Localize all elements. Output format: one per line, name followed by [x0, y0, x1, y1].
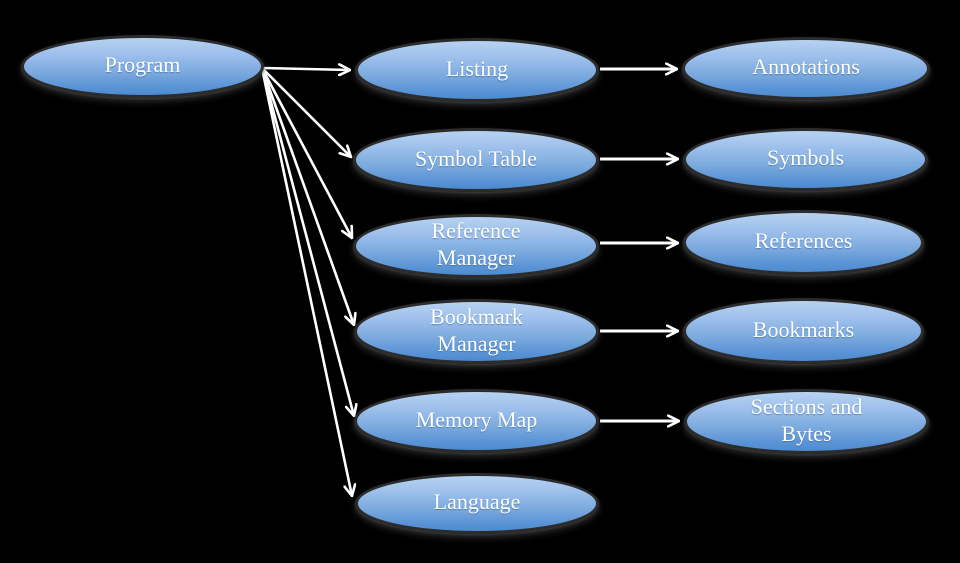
node-bookmarks-label: Bookmarks	[752, 316, 855, 342]
edge-program-memory-map	[261, 71, 354, 416]
node-listing: Listing	[355, 38, 599, 102]
edge-program-symbol-table	[262, 68, 351, 157]
node-program-label: Program	[104, 52, 181, 78]
node-reference-manager-label: Reference Manager	[431, 218, 521, 270]
node-references: References	[683, 210, 924, 275]
node-bookmarks: Bookmarks	[683, 298, 924, 364]
node-memory-map: Memory Map	[354, 389, 599, 453]
node-memory-map-label: Memory Map	[415, 406, 538, 432]
node-bookmark-manager-label: Bookmark Manager	[430, 303, 523, 356]
node-annotations-label: Annotations	[752, 54, 860, 80]
edge-program-bookmark-manager	[261, 70, 354, 325]
node-program: Program	[21, 35, 264, 98]
node-reference-manager: Reference Manager	[353, 214, 599, 278]
node-symbol-table: Symbol Table	[353, 128, 599, 192]
node-symbols: Symbols	[683, 128, 928, 191]
node-references-label: References	[754, 228, 853, 254]
node-sections-and-bytes-label: Sections and Bytes	[750, 393, 863, 446]
node-language-label: Language	[433, 489, 521, 515]
node-sections-and-bytes: Sections and Bytes	[684, 389, 929, 454]
edge-program-language	[261, 72, 352, 496]
node-bookmark-manager: Bookmark Manager	[354, 299, 599, 364]
edge-program-reference-manager	[261, 69, 352, 238]
node-symbols-label: Symbols	[766, 145, 845, 171]
edge-program-listing	[262, 68, 350, 70]
node-annotations: Annotations	[682, 37, 930, 100]
node-language: Language	[355, 473, 599, 534]
node-listing-label: Listing	[445, 55, 509, 81]
node-symbol-table-label: Symbol Table	[414, 145, 538, 171]
